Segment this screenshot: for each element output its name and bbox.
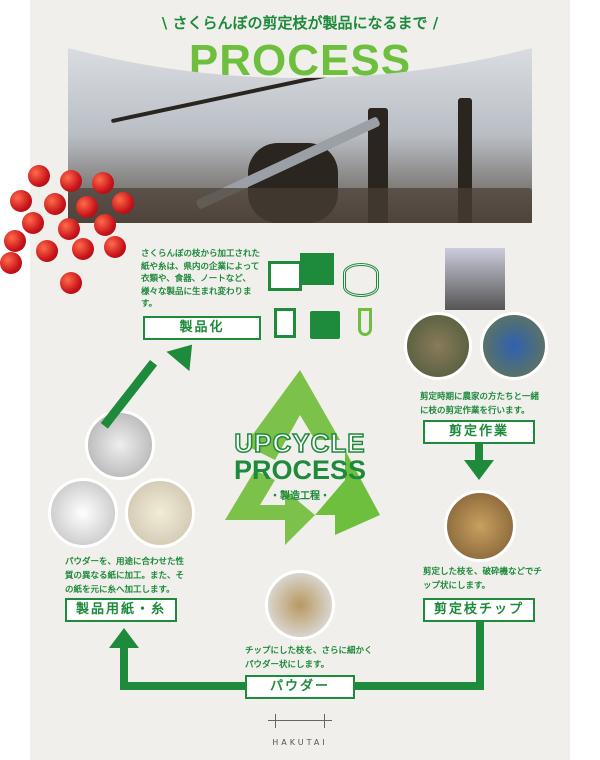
- pruning-worker-photo: [445, 248, 505, 310]
- chips-description: 剪定した枝を、破砕機などでチップ状にします。: [423, 567, 542, 591]
- sock-icon: [358, 308, 372, 336]
- pruning-label: 剪定作業: [423, 420, 535, 444]
- yarn-photo: [85, 410, 155, 480]
- pruning-hero-photo: [68, 48, 532, 223]
- powder-label: パウダー: [245, 675, 355, 699]
- paper-description: パウダーを、用途に合わせた性質の異なる紙に加工。また、その紙を元に糸へ加工します…: [65, 557, 185, 595]
- chips-label: 剪定枝チップ: [423, 598, 535, 622]
- pruning-description: 剪定時期に農家の方たちと一緒に枝の剪定作業を行います。: [420, 392, 540, 416]
- product-icons: [268, 253, 393, 343]
- plates-icon: [343, 263, 379, 297]
- shirt-icon: [268, 261, 302, 291]
- orchard-photo: [404, 312, 472, 380]
- wood-chips-photo: [444, 490, 516, 562]
- paper-block-photo: [125, 478, 195, 548]
- notebook-icon: [274, 308, 296, 338]
- arrow-up-icon: [109, 628, 139, 648]
- brand-name: HAKUTAI: [272, 738, 328, 747]
- hakutai-logo-mark: [268, 720, 332, 721]
- upcycle-heading: UPCYCLE: [234, 427, 366, 459]
- paper-roll-photo: [48, 478, 118, 548]
- polo-shirt-icon: [300, 253, 334, 285]
- bag-icon: [310, 311, 340, 339]
- arrow-down-icon: [464, 460, 494, 480]
- products-description: さくらんぼの枝から加工された紙や糸は、県内の企業によって衣類や、食器、ノートなど…: [141, 249, 261, 309]
- powder-description: チップにした枝を、さらに細かくパウダー状にします。: [245, 646, 373, 670]
- recycle-icon: [225, 370, 380, 545]
- process-heading: PROCESS: [233, 455, 367, 485]
- products-label: 製品化: [143, 316, 261, 340]
- paper-label: 製品用紙・糸: [65, 598, 177, 622]
- manufacturing-process-label: ・製造工程・: [270, 491, 330, 502]
- powder-photo: [265, 570, 335, 640]
- farmer-photo: [480, 312, 548, 380]
- subtitle: \ さくらんぼの剪定枝が製品になるまで /: [161, 14, 439, 32]
